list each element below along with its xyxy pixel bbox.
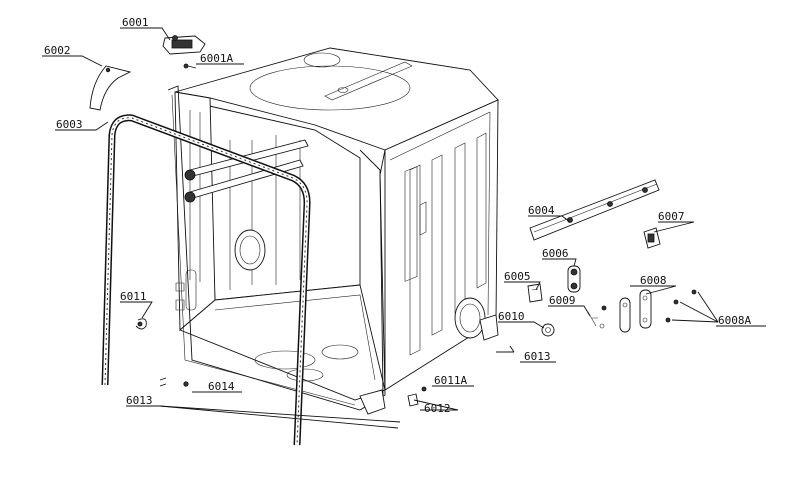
door-gasket-6003 [101, 114, 311, 446]
callout-6013-right: 6013 [524, 350, 551, 363]
part-6014 [183, 381, 189, 387]
part-6005 [527, 283, 543, 303]
part-6009 [587, 305, 607, 329]
part-6006 [567, 265, 581, 293]
callout-6008A: 6008A [718, 314, 751, 327]
callout-6008: 6008 [640, 274, 667, 287]
callout-6001: 6001 [122, 16, 149, 29]
part-6001 [162, 35, 206, 55]
part-6012 [407, 393, 419, 407]
part-6011A [421, 386, 427, 392]
part-6011 [135, 318, 147, 330]
callout-6009: 6009 [549, 294, 576, 307]
dishwasher-tub [167, 47, 499, 415]
part-6008 [619, 289, 652, 333]
callout-6011: 6011 [120, 290, 147, 303]
callout-6013-left: 6013 [126, 394, 153, 407]
callout-6003: 6003 [56, 118, 83, 131]
callout-6012: 6012 [424, 402, 451, 415]
callout-6014: 6014 [208, 380, 235, 393]
part-6004-rail [529, 179, 660, 241]
part-6002 [89, 65, 132, 111]
callout-labels: 6001 6001A 6002 6003 6004 6005 6006 6007… [44, 16, 751, 415]
callout-6007: 6007 [658, 210, 685, 223]
part-6001A [183, 63, 197, 69]
callout-6002: 6002 [44, 44, 71, 57]
part-6007 [643, 227, 661, 249]
callout-6011A: 6011A [434, 374, 467, 387]
callout-6006: 6006 [542, 247, 569, 260]
leader-lines [42, 27, 766, 429]
part-6008A-screws [665, 289, 697, 323]
part-6013 [159, 345, 515, 387]
callout-6004: 6004 [528, 204, 555, 217]
callout-6010: 6010 [498, 310, 525, 323]
callout-6001A: 6001A [200, 52, 233, 65]
part-6010 [541, 323, 555, 337]
callout-6005: 6005 [504, 270, 531, 283]
